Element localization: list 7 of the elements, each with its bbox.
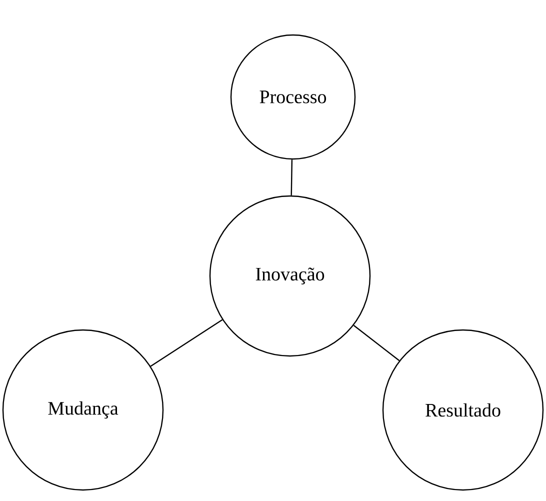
circle-node: Resultado [382,329,544,491]
connector-line [353,324,400,362]
connector-line [150,319,223,367]
circle-node: Processo [230,34,356,160]
connector-line [290,160,293,196]
circle-node: Mudança [2,329,164,491]
circle-node: Inovação [209,195,371,357]
